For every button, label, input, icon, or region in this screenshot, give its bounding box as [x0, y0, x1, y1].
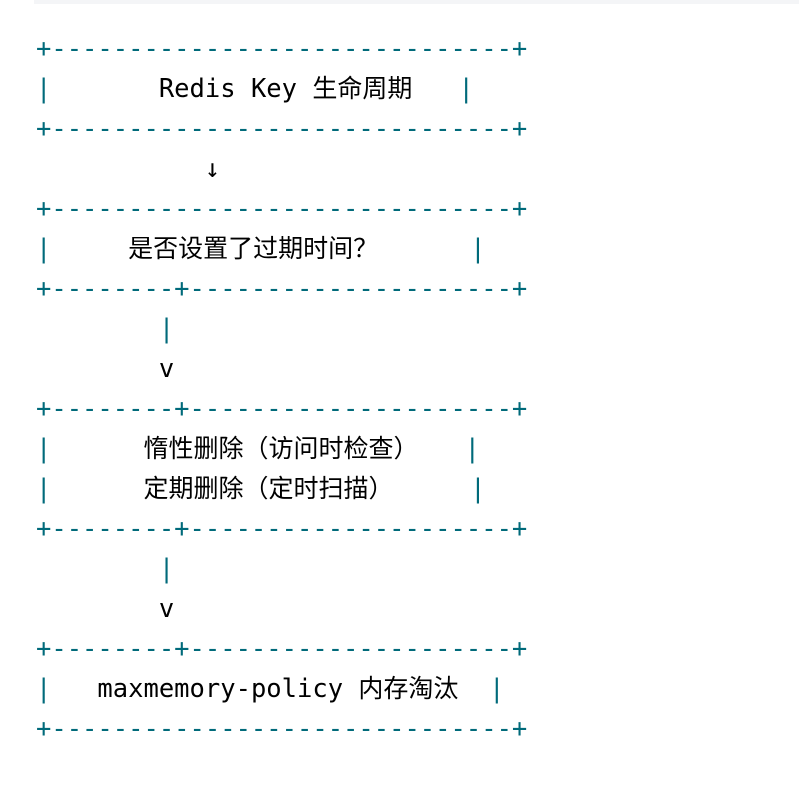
- box4-policy-cn: 内存淘汰: [358, 674, 459, 703]
- box2-top-border: +------------------------------+: [36, 194, 528, 224]
- box3-top-border: +--------+---------------------+: [36, 394, 528, 424]
- box4-left-edge: |: [36, 674, 52, 704]
- box3-content-row-1: | 惰性删除（访问时检查） |: [36, 429, 480, 469]
- box2-content-row: | 是否设置了过期时间？ |: [36, 229, 486, 269]
- box2-left-edge: |: [36, 234, 52, 264]
- code-block: +------------------------------+ | Redis…: [0, 24, 799, 784]
- box1-title-cn: 生命周期: [312, 74, 413, 103]
- box4-right-edge: |: [489, 674, 505, 704]
- box4-content-row: | maxmemory-policy 内存淘汰 |: [36, 669, 505, 709]
- connector-stem-row: |: [36, 309, 174, 349]
- arrowhead-row: v: [36, 349, 174, 389]
- box2-bottom-border: +--------+---------------------+: [36, 274, 528, 304]
- connector-stem: |: [158, 314, 175, 344]
- arrow-down-icon: ↓: [204, 154, 221, 184]
- box3-left-edge: |: [36, 434, 52, 464]
- box1-title-latin: Redis Key: [158, 74, 313, 104]
- box2-question: 是否设置了过期时间？: [128, 234, 379, 263]
- box4-top-border: +--------+---------------------+: [36, 634, 528, 664]
- box3-bottom-border: +--------+---------------------+: [36, 514, 528, 544]
- box3-left-edge: |: [36, 474, 52, 504]
- box1-left-edge: |: [36, 74, 52, 104]
- box3-right-edge: |: [470, 474, 486, 504]
- box3-content-row-2: | 定期删除（定时扫描） |: [36, 469, 486, 509]
- box4-bottom-border: +------------------------------+: [36, 714, 528, 744]
- box2-right-edge: |: [470, 234, 486, 264]
- box1-top-border: +------------------------------+: [36, 34, 528, 64]
- arrow-down-row: ↓: [36, 149, 220, 189]
- connector-stem: |: [158, 554, 175, 584]
- lazy-deletion-label: 惰性删除（访问时检查）: [143, 434, 419, 463]
- box3-right-edge: |: [464, 434, 480, 464]
- arrowhead-icon: v: [158, 594, 175, 624]
- connector-stem-row: |: [36, 549, 174, 589]
- top-bar: [34, 0, 799, 4]
- arrowhead-icon: v: [158, 354, 175, 384]
- box1-content-row: | Redis Key 生命周期 |: [36, 69, 474, 109]
- arrowhead-row: v: [36, 589, 174, 629]
- box1-bottom-border: +------------------------------+: [36, 114, 528, 144]
- box1-right-edge: |: [458, 74, 474, 104]
- periodic-deletion-label: 定期删除（定时扫描）: [143, 474, 394, 503]
- box4-policy-name: maxmemory-policy: [97, 674, 359, 704]
